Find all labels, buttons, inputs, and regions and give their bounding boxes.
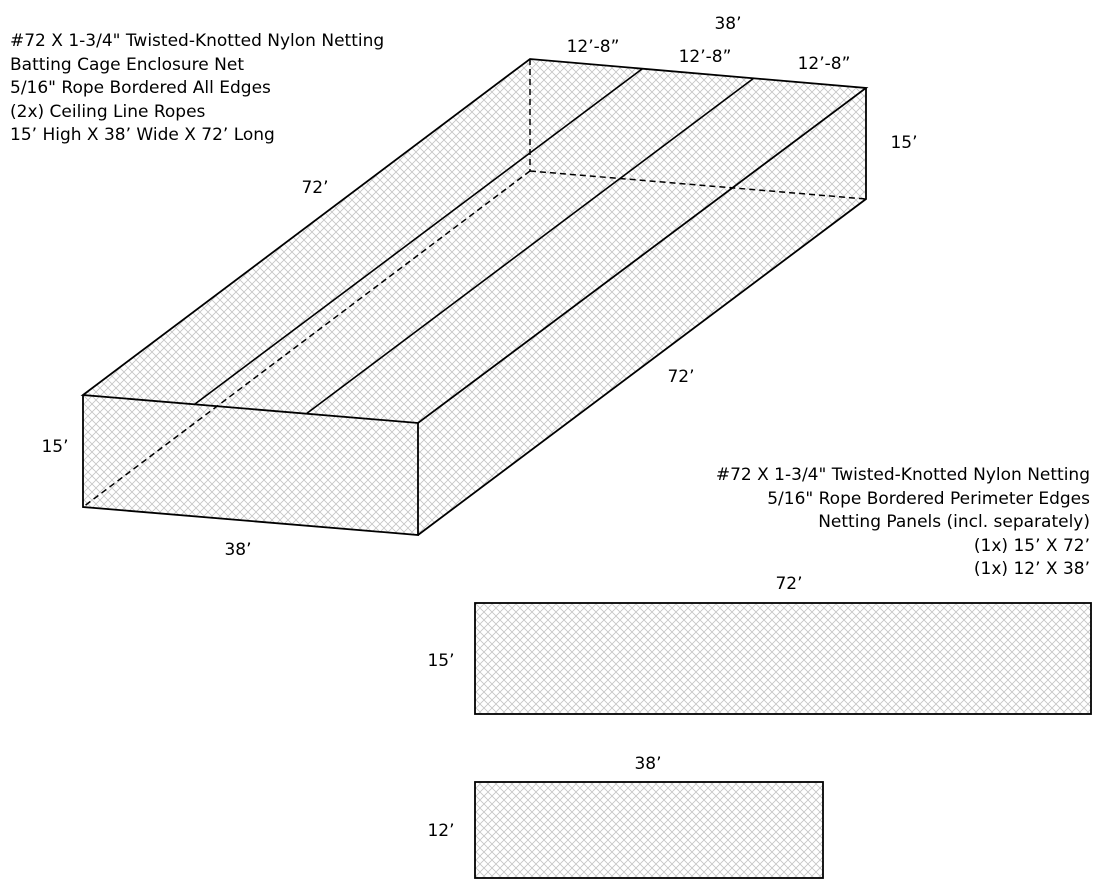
enclosure-note-line: 15’ High X 38’ Wide X 72’ Long <box>10 125 275 145</box>
dim-top-width: 38’ <box>714 14 741 34</box>
panel-height-label: 15’ <box>427 651 454 671</box>
hidden-left-bottom-edge <box>82 170 531 508</box>
panel-rect <box>474 602 1092 715</box>
hidden-back-bottom-edge <box>529 170 867 200</box>
dim-ceiling-section: 12’-8” <box>567 37 620 57</box>
front-face-outline <box>82 395 419 536</box>
dim-top-length: 72’ <box>301 178 328 198</box>
dim-front-width: 38’ <box>224 540 251 560</box>
panel-note-line: (1x) 15’ X 72’ <box>973 535 1090 556</box>
netting-panel-small: 38’ 12’ <box>427 754 824 879</box>
panel-note-line: Netting Panels (incl. separately) <box>818 512 1090 532</box>
enclosure-note-line: (2x) Ceiling Line Ropes <box>10 101 206 122</box>
dim-side-length: 72’ <box>667 367 694 387</box>
panel-spec-notes: #72 X 1-3/4" Twisted-Knotted Nylon Netti… <box>716 464 1090 582</box>
panel-width-label: 38’ <box>634 754 661 774</box>
enclosure-spec-notes: #72 X 1-3/4" Twisted-Knotted Nylon Netti… <box>10 30 384 148</box>
panel-note-line: #72 X 1-3/4" Twisted-Knotted Nylon Netti… <box>715 465 1090 485</box>
ceiling-line-rope <box>305 77 755 415</box>
dim-front-height: 15’ <box>41 437 68 457</box>
panel-height-label: 12’ <box>427 821 454 841</box>
top-face-mesh <box>83 59 866 423</box>
enclosure-drawing: 38’ 12’-8” 12’-8” 12’-8” 15’ 72’ 72’ 15’… <box>41 14 917 560</box>
panel-note-line: (1x) 12’ X 38’ <box>973 559 1090 579</box>
side-face-mesh <box>418 88 866 535</box>
enclosure-note-line: #72 X 1-3/4" Twisted-Knotted Nylon Netti… <box>10 31 385 51</box>
panel-width-label: 72’ <box>775 574 802 594</box>
dim-back-height: 15’ <box>890 133 917 153</box>
enclosure-note-line: 5/16" Rope Bordered All Edges <box>10 78 271 98</box>
dim-ceiling-section: 12’-8” <box>679 47 732 67</box>
panel-rect <box>474 781 824 879</box>
front-face-mesh <box>83 395 418 535</box>
panel-note-line: 5/16" Rope Bordered Perimeter Edges <box>767 488 1090 509</box>
ceiling-line-rope <box>194 68 643 405</box>
netting-panel-large: 72’ 15’ <box>427 574 1092 715</box>
dim-ceiling-section: 12’-8” <box>798 54 851 74</box>
enclosure-note-line: Batting Cage Enclosure Net <box>10 54 244 75</box>
side-face-outline <box>417 88 867 536</box>
